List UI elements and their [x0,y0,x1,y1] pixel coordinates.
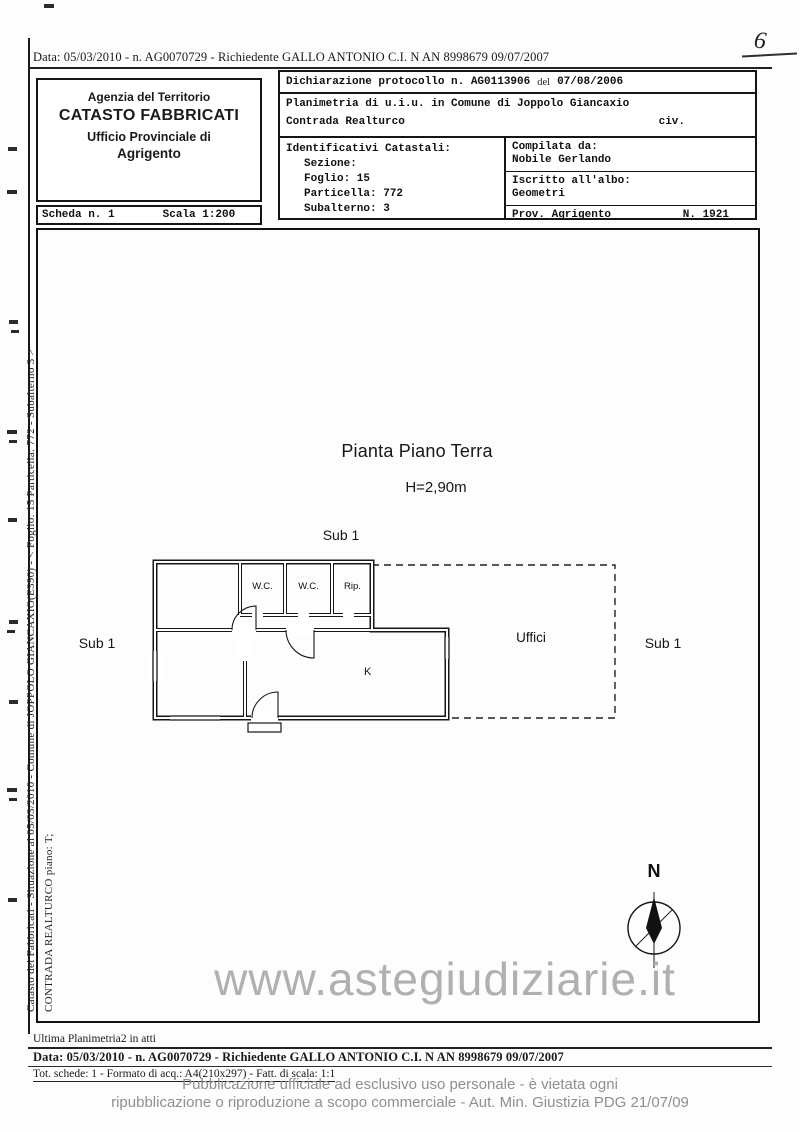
footer-request-line: Data: 05/03/2010 - n. AG0070729 - Richie… [33,1050,564,1064]
floor-plan-drawing [148,559,616,733]
scan-artifact [44,4,54,8]
declaration-date: 07/08/2006 [557,76,624,88]
scan-edge-line [28,38,30,1034]
uffici-dashed-outline [372,564,616,719]
scan-artifact [7,430,17,434]
declaration-text: Dichiarazione protocollo n. AG0113906 [286,76,531,88]
entrance-step [247,722,282,733]
identificativi-particella: Particella: 772 [304,188,404,200]
compass-icon [627,892,681,968]
identificativi-title: Identificativi Catastali: [286,143,452,155]
handwritten-underline [741,52,798,58]
footer-rule-1 [28,1047,772,1049]
legal-line-1: Pubblicazione ufficiale ad esclusivo uso… [182,1076,618,1093]
scheda-label: Scheda n. 1 [42,209,115,221]
declaration-box: Dichiarazione protocollo n. AG0113906 de… [278,70,757,94]
albo-value: Geometri [512,188,565,200]
scan-artifact [8,898,17,902]
top-divider-rule [28,67,772,69]
windows [152,637,450,721]
ultima-planimetria-line: Ultima Planimetria2 in atti [33,1033,156,1045]
room-label-uffici: Uffici [516,630,546,645]
header-right-block: Dichiarazione protocollo n. AG0113906 de… [278,70,757,221]
scan-artifact [9,798,17,801]
margin-vertical-text-2: CONTRADA REALTURCO piano: T; [43,833,55,1012]
agency-line4: Agrigento [117,146,181,161]
header-detail-row: Identificativi Catastali: Sezione: Fogli… [278,136,757,221]
declaration-del: del [537,76,551,88]
top-request-line: Data: 05/03/2010 - n. AG0070729 - Richie… [33,50,550,64]
north-label: N [647,861,661,881]
scala-label: Scala 1:200 [162,209,236,221]
legal-notice: Pubblicazione ufficiale ad esclusivo uso… [0,1076,800,1111]
scan-artifact [7,630,15,633]
scan-artifact [9,440,17,443]
sub-label-left: Sub 1 [78,635,116,651]
scan-artifact [7,190,17,194]
watermark-text: www.astegiudiziarie.it [214,953,676,1005]
planimetria-line2: Contrada Realturco [286,116,405,128]
sub-label-top: Sub 1 [322,527,360,543]
footer-rule-2 [28,1066,772,1067]
planimetria-box: Planimetria di u.i.u. in Comune di Joppo… [278,92,757,138]
prov-label: Prov. Agrigento [512,209,612,221]
scan-artifact [8,518,17,522]
scan-artifact [9,620,18,624]
identificativi-box: Identificativi Catastali: Sezione: Fogli… [278,136,506,220]
room-label-wc2: W.C. [298,581,319,592]
compilata-label: Compilata da: [512,141,598,153]
identificativi-foglio: Foglio: 15 [304,173,371,185]
albo-label: Iscritto all'albo: [512,175,631,187]
room-label-rip: Rip. [344,581,361,592]
civ-label: civ. [658,116,685,128]
scan-artifact [7,788,17,792]
door-window-gaps [148,608,454,725]
identificativi-sezione: Sezione: [304,158,357,170]
identificativi-subalterno: Subalterno: 3 [304,203,390,215]
compilata-row1: Compilata da: Nobile Gerlando [506,138,755,171]
room-label-k: K [364,666,372,678]
albo-number: N. 1921 [682,209,729,221]
agency-header-box: Agenzia del Territorio CATASTO FABBRICAT… [36,78,262,202]
plan-height-label: H=2,90m [405,479,467,496]
scan-artifact [9,320,18,324]
compilata-row2: Iscritto all'albo: Geometri [506,171,755,205]
agency-line1: Agenzia del Territorio [87,90,211,104]
agency-line3: Ufficio Provinciale di [87,130,211,144]
compilata-row3: Prov. Agrigento N. 1921 [506,205,755,225]
scan-artifact [11,330,19,333]
tot-schede-line: Tot. schede: 1 - Formato di acq.: A4(210… [33,1068,336,1082]
scan-artifact [9,700,18,704]
door-arcs [231,605,315,719]
scheda-box: Scheda n. 1 Scala 1:200 [36,205,262,225]
sub-label-right: Sub 1 [644,635,682,651]
agency-line2: CATASTO FABBRICATI [58,107,240,124]
compilata-name: Nobile Gerlando [512,154,612,166]
handwritten-page-number: 6 [752,27,768,55]
plan-title: Pianta Piano Terra [341,441,493,461]
legal-line-2: ripubblicazione o riproduzione a scopo c… [111,1093,689,1111]
planimetria-line1: Planimetria di u.i.u. in Comune di Joppo… [286,98,630,110]
margin-vertical-text-1: Catasto dei Fabbricati - Situazione al 0… [25,348,37,1012]
room-label-wc1: W.C. [252,581,273,592]
compilata-box: Compilata da: Nobile Gerlando Iscritto a… [504,136,757,221]
plan-frame [36,228,760,1023]
scan-artifact [8,147,17,151]
